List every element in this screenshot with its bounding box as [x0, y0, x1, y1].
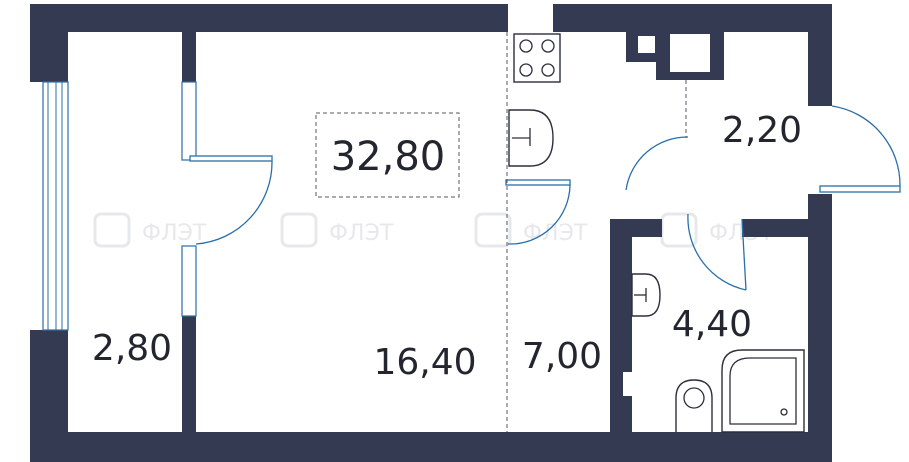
watermark-text: ФЛЭТ	[329, 221, 394, 246]
kitchen-door	[505, 179, 571, 245]
shower-tray-icon	[721, 349, 805, 433]
watermark-text: ФЛЭТ	[523, 221, 588, 246]
walls	[30, 4, 832, 462]
bathroom-door	[625, 136, 747, 291]
watermark-logo: ФЛЭТ	[474, 212, 588, 248]
glazed-partition	[181, 81, 197, 161]
washbasin-icon	[631, 273, 661, 317]
stove-icon	[513, 33, 561, 83]
toilet-icon	[675, 379, 713, 432]
watermark-logo: ФЛЭТ	[93, 212, 207, 248]
kitchen-sink-icon	[508, 109, 554, 167]
glazed-partition	[181, 245, 197, 317]
zone-lines	[315, 32, 687, 432]
balcony-door	[189, 155, 273, 245]
kitchen-area-label: 7,00	[522, 336, 602, 377]
total-area-label: 32,80	[331, 134, 446, 180]
hall-area-label: 2,20	[722, 110, 802, 151]
balcony-area-label: 2,80	[92, 328, 172, 369]
watermark-text: ФЛЭТ	[142, 221, 207, 246]
bathroom-area-label: 4,40	[672, 304, 752, 345]
watermark-logo: ФЛЭТ	[280, 212, 394, 248]
window	[42, 81, 69, 331]
watermark-group: ФЛЭТ ФЛЭТ ФЛЭТ ФЛЭТ	[93, 212, 774, 248]
entrance-door	[819, 105, 901, 193]
living-room-area-label: 16,40	[373, 342, 476, 383]
area-labels: 32,80 2,80 16,40 7,00 2,20 4,40	[92, 110, 802, 383]
